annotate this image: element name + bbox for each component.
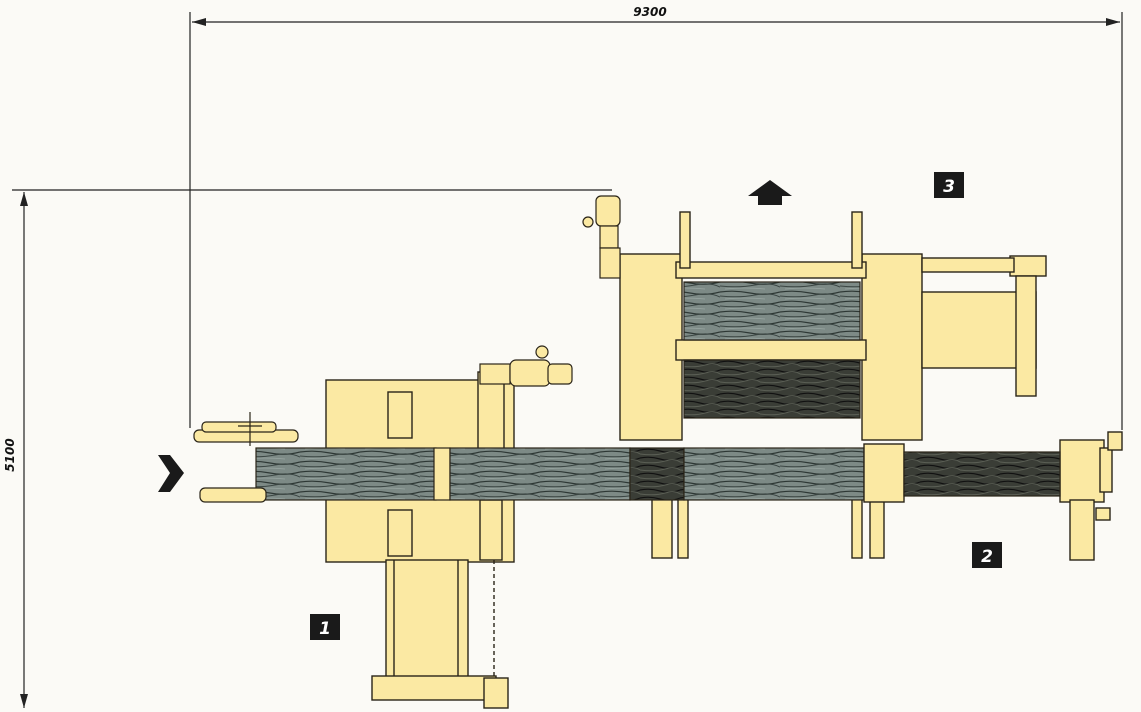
- svg-text:1: 1: [319, 619, 331, 639]
- width-dimension: [189, 12, 1123, 430]
- feed-timber-2: [449, 447, 631, 501]
- station-badge-2: 2: [972, 542, 1002, 568]
- output-arrow-icon: [748, 180, 792, 205]
- height-dimension: [12, 189, 612, 708]
- height-dimension-arrows: [20, 192, 28, 708]
- station-2-machine: [863, 431, 1123, 561]
- station-badge-3: 3: [934, 172, 964, 198]
- station-1-machine: [325, 371, 515, 709]
- height-dimension-label: 5100: [3, 438, 17, 471]
- width-dimension-arrows: [192, 18, 1120, 26]
- feed-spacer: [433, 447, 451, 501]
- station-1-motor: [479, 345, 573, 387]
- feed-in-arrow-icon: [158, 455, 184, 492]
- station-3-motor: [582, 195, 621, 279]
- svg-text:2: 2: [981, 547, 993, 567]
- infeed-rollers: [193, 412, 299, 503]
- station-2-timber: [903, 451, 1061, 497]
- station-badge-1: 1: [310, 614, 340, 640]
- station-3-timber-lower: [683, 359, 861, 419]
- feed-timber-3: [629, 447, 685, 501]
- feed-timber-1: [255, 447, 437, 501]
- width-dimension-label: 9300: [633, 5, 666, 19]
- station-3-machine: [619, 211, 1047, 559]
- svg-text:3: 3: [943, 177, 955, 197]
- feed-timber-4: [683, 447, 865, 501]
- station-3-timber-upper: [683, 281, 861, 341]
